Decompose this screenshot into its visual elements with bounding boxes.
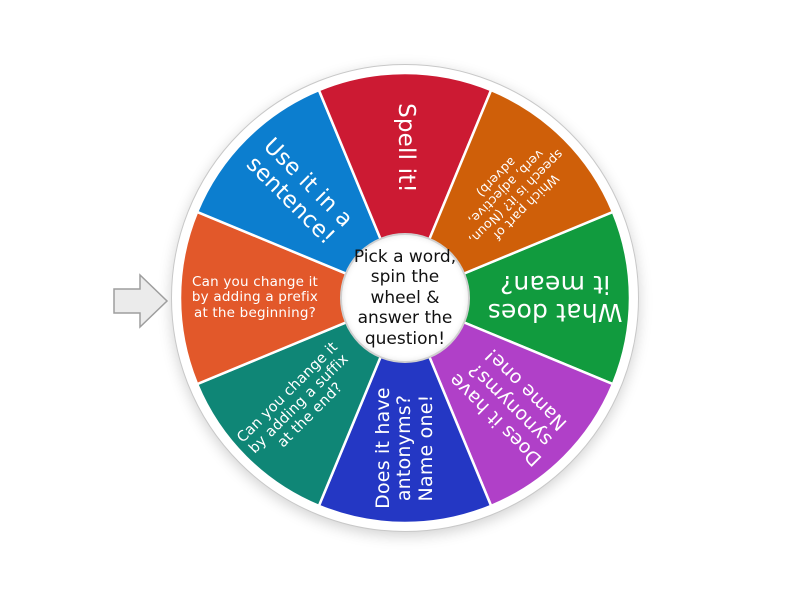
segment-suffix[interactable]: [195, 295, 408, 508]
segment-use-in-sentence[interactable]: [195, 88, 408, 301]
segment-spell-it[interactable]: [317, 71, 493, 302]
segment-synonyms[interactable]: [402, 295, 615, 508]
segment-what-does-it-mean[interactable]: [401, 210, 632, 386]
wheel-hub[interactable]: Pick a word, spin the wheel & answer the…: [340, 233, 470, 363]
segment-antonyms-label: Does it have antonyms? Name one!: [372, 387, 437, 509]
segment-prefix-label: Can you change it by adding a prefix at …: [191, 274, 319, 321]
hub-instructions: Pick a word, spin the wheel & answer the…: [353, 247, 457, 349]
arrow-right-icon: [113, 273, 169, 329]
segment-what-does-it-mean-label: What does it mean?: [487, 270, 623, 327]
segment-part-of-speech[interactable]: [402, 88, 615, 301]
segment-spell-it-label: Spell it!: [392, 103, 419, 193]
segment-antonyms[interactable]: [317, 294, 493, 525]
segment-prefix[interactable]: [178, 210, 409, 386]
